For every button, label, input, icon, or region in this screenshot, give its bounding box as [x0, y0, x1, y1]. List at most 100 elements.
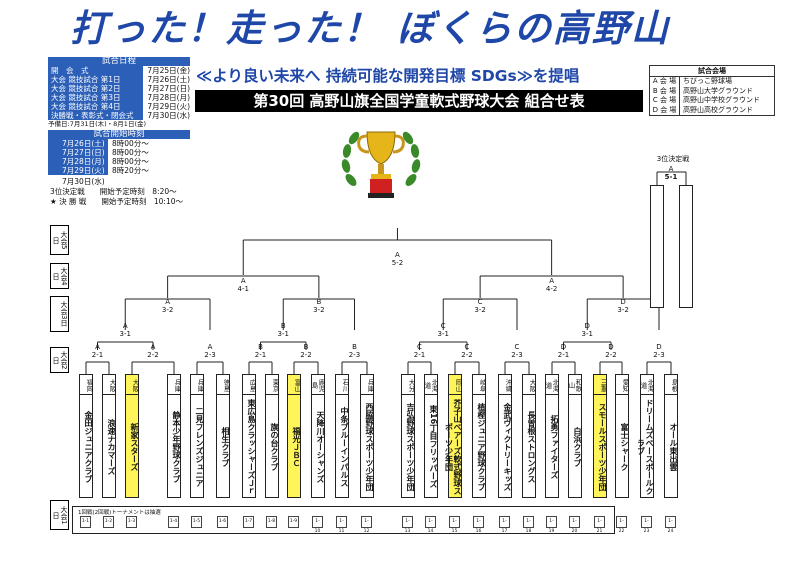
- schedule-row-label: 大会 競技試合 第4日: [48, 102, 144, 111]
- team-name: スモールスポーツ少年団: [598, 402, 607, 491]
- team-prefecture: 大阪: [126, 375, 139, 395]
- team-entry: 大阪新家スターズ: [125, 374, 139, 498]
- team-entry: 徳島相生クラブ: [216, 374, 230, 498]
- node-code: 2-1: [91, 351, 104, 359]
- team-name: オール東出雲: [669, 422, 678, 471]
- team-name: 西脇野球スポーツ少年団: [365, 402, 374, 491]
- team-entry: 福岡金田ジュニアクラブ: [79, 374, 93, 498]
- venue-name: ちびっこ野球場: [683, 77, 732, 85]
- round1-slot: 1-3: [126, 516, 137, 528]
- node-venue: A: [150, 343, 156, 351]
- third-place-slot-right: [679, 185, 693, 308]
- team-prefecture: 大阪: [103, 375, 116, 395]
- team-prefecture: 徳島: [217, 375, 230, 395]
- round-label-3: 大会3日: [50, 296, 69, 332]
- node-venue: D: [608, 343, 614, 351]
- team-name: 相生クラブ: [221, 426, 230, 467]
- node-code: 3-2: [161, 306, 174, 314]
- round-label-4: 大会2日: [50, 347, 69, 373]
- round1-slot: 1-17: [499, 516, 510, 534]
- venue-header: 試合会場: [650, 66, 774, 77]
- start-time-value: 8時00分～: [108, 157, 190, 166]
- third-place-venue: A: [668, 165, 674, 173]
- node-venue: B: [316, 298, 322, 306]
- final-rows: 3位決定戦 開始予定時刻 8:20～★ 決 勝 戦 開始予定時刻 10:10～: [48, 187, 190, 207]
- team-entry: 沖縄金武ヴィクトリーキッズ: [498, 374, 512, 498]
- team-prefecture: 島根: [665, 375, 678, 395]
- round1-slot: 1-10: [312, 516, 323, 534]
- round1-slot: 1-4: [168, 516, 179, 528]
- venue-key: C 会 場: [650, 96, 680, 106]
- team-name: 金田ジュニアクラブ: [84, 410, 93, 483]
- node-venue: C: [464, 343, 470, 351]
- team-prefecture: 大分: [402, 375, 415, 395]
- team-prefecture: 広島: [243, 375, 256, 395]
- team-entry: 北海道ドリームズベースボールクラブ: [637, 374, 654, 498]
- team-name: 東広島クラッシャーズＪｒ: [247, 398, 256, 495]
- schedule-row-date: 7月28日(月): [143, 93, 190, 102]
- round1-slot: 1-12: [361, 516, 372, 534]
- node-venue: C: [417, 343, 422, 351]
- start-time-header: 試合開始時刻: [48, 130, 190, 139]
- round1-slot: 1-11: [336, 516, 347, 534]
- node-venue: B: [280, 322, 286, 330]
- team-prefecture: 石川: [336, 375, 349, 395]
- node-venue: D: [560, 343, 567, 351]
- team-entry: 大分吉弘野球スポーツ少年団: [401, 374, 415, 498]
- round1-slot: 1-6: [217, 516, 228, 528]
- team-name: 東16丁目フリッパーズ: [429, 404, 438, 489]
- schedule-row-label: 決勝戦・表彰式・閉会式: [48, 111, 144, 120]
- team-prefecture: 岐阜: [473, 375, 486, 395]
- team-entry: 富山福光ＪＢＣ: [287, 374, 301, 498]
- round1-slot: 1-22: [616, 516, 627, 534]
- third-place-slot-left: [650, 185, 664, 308]
- node-venue: B: [352, 343, 357, 351]
- node-venue: C: [477, 298, 483, 306]
- node-code: 4-2: [545, 285, 558, 293]
- node-code: 2-3: [348, 351, 361, 359]
- team-prefecture: 北海道: [544, 375, 559, 395]
- final-row: 3位決定戦 開始予定時刻 8:20～: [50, 187, 177, 196]
- team-entry: 和歌山白浜クラブ: [567, 374, 582, 498]
- team-prefecture: 北海道: [423, 375, 438, 395]
- round1-slot: 1-16: [473, 516, 484, 534]
- team-prefecture: 福岡: [80, 375, 93, 395]
- team-name: 新家スターズ: [130, 422, 139, 471]
- team-prefecture: 兵庫: [361, 375, 374, 395]
- team-prefecture: 富山: [288, 375, 301, 395]
- team-name: 天降川オーシャンズ: [316, 410, 325, 483]
- team-prefecture: 大阪: [523, 375, 536, 395]
- schedule-row-date: 7月27日(日): [143, 84, 190, 93]
- start-time-row: 7月29日(火)8時20分～: [48, 166, 190, 175]
- node-code: 5-2: [391, 259, 404, 267]
- venue-key: A 会 場: [650, 77, 680, 87]
- start-time-date: 7月27日(日): [48, 148, 108, 157]
- team-prefecture: 兵庫: [168, 375, 181, 395]
- venue-name: 高野山中学校グラウンド: [683, 96, 760, 104]
- round-label-1: 大会5日: [50, 225, 69, 255]
- venue-name: 高野山高校グラウンド: [683, 105, 753, 114]
- team-prefecture: 三重: [594, 375, 607, 395]
- team-prefecture: 和歌山: [567, 375, 582, 395]
- node-venue: D: [584, 322, 590, 330]
- node-venue: A: [122, 322, 128, 330]
- start-time-date: 7月29日(火): [48, 166, 108, 175]
- node-code: 3-2: [617, 306, 629, 314]
- team-name: 旗の台クラブ: [270, 422, 279, 471]
